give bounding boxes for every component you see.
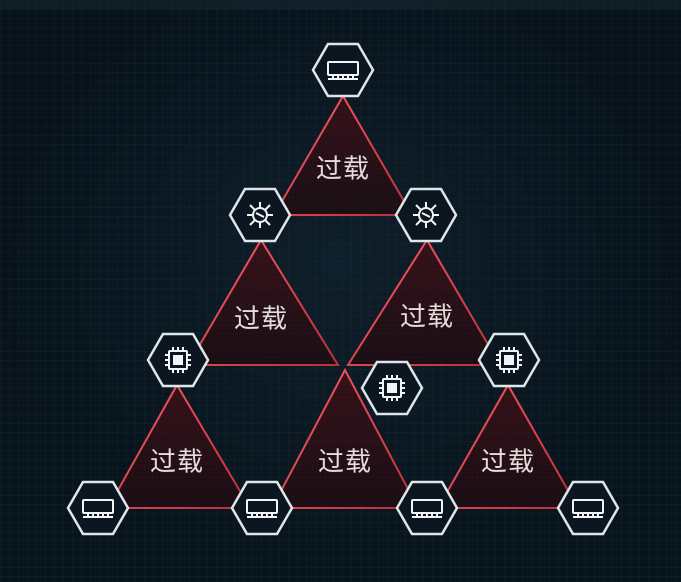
hex-frame — [66, 480, 130, 536]
virus-icon — [247, 202, 273, 228]
cpu-chip-icon — [496, 347, 522, 373]
tile-label: 过载 — [481, 448, 535, 478]
tile-bottom-center-texture — [272, 370, 418, 508]
top-bar — [0, 0, 681, 10]
virus-icon — [413, 202, 439, 228]
hex-frame — [395, 480, 459, 536]
node-cpu-left[interactable] — [146, 332, 210, 388]
ram-icon — [82, 499, 114, 518]
tile-bottom-left[interactable]: 过载 — [106, 382, 252, 509]
node-virus-left[interactable] — [228, 187, 292, 243]
hex-frame — [311, 42, 375, 98]
tile-top[interactable]: 过载 — [272, 94, 414, 216]
tile-bottom-center[interactable]: 过载 — [270, 367, 420, 509]
node-ram-2[interactable] — [230, 480, 294, 536]
ram-icon — [572, 499, 604, 518]
node-ram-3[interactable] — [395, 480, 459, 536]
node-ram-1[interactable] — [66, 480, 130, 536]
tile-bottom-right-texture — [438, 385, 578, 508]
tile-label: 过载 — [318, 448, 372, 478]
tile-label: 过载 — [234, 305, 288, 335]
node-top[interactable] — [311, 42, 375, 98]
tile-label: 过载 — [316, 155, 370, 185]
tile-bottom-left-texture — [108, 385, 250, 508]
tile-bottom-right[interactable]: 过载 — [436, 382, 580, 509]
node-virus-right[interactable] — [394, 187, 458, 243]
node-cpu-right[interactable] — [477, 332, 541, 388]
tile-mid-left[interactable]: 过载 — [186, 238, 340, 366]
tile-mid-right-texture — [348, 240, 500, 365]
cpu-chip-icon — [379, 375, 405, 401]
ram-icon — [327, 61, 359, 80]
cpu-chip-icon — [165, 347, 191, 373]
tile-label: 过载 — [150, 448, 204, 478]
tile-top-texture — [274, 96, 412, 215]
tile-label: 过载 — [400, 303, 454, 333]
node-ram-4[interactable] — [556, 480, 620, 536]
ram-icon — [246, 499, 278, 518]
ram-icon — [411, 499, 443, 518]
node-cpu-center[interactable] — [360, 360, 424, 416]
hex-frame — [230, 480, 294, 536]
hex-frame — [556, 480, 620, 536]
tile-mid-right[interactable]: 过载 — [346, 238, 502, 366]
tile-mid-left-texture — [188, 240, 338, 365]
